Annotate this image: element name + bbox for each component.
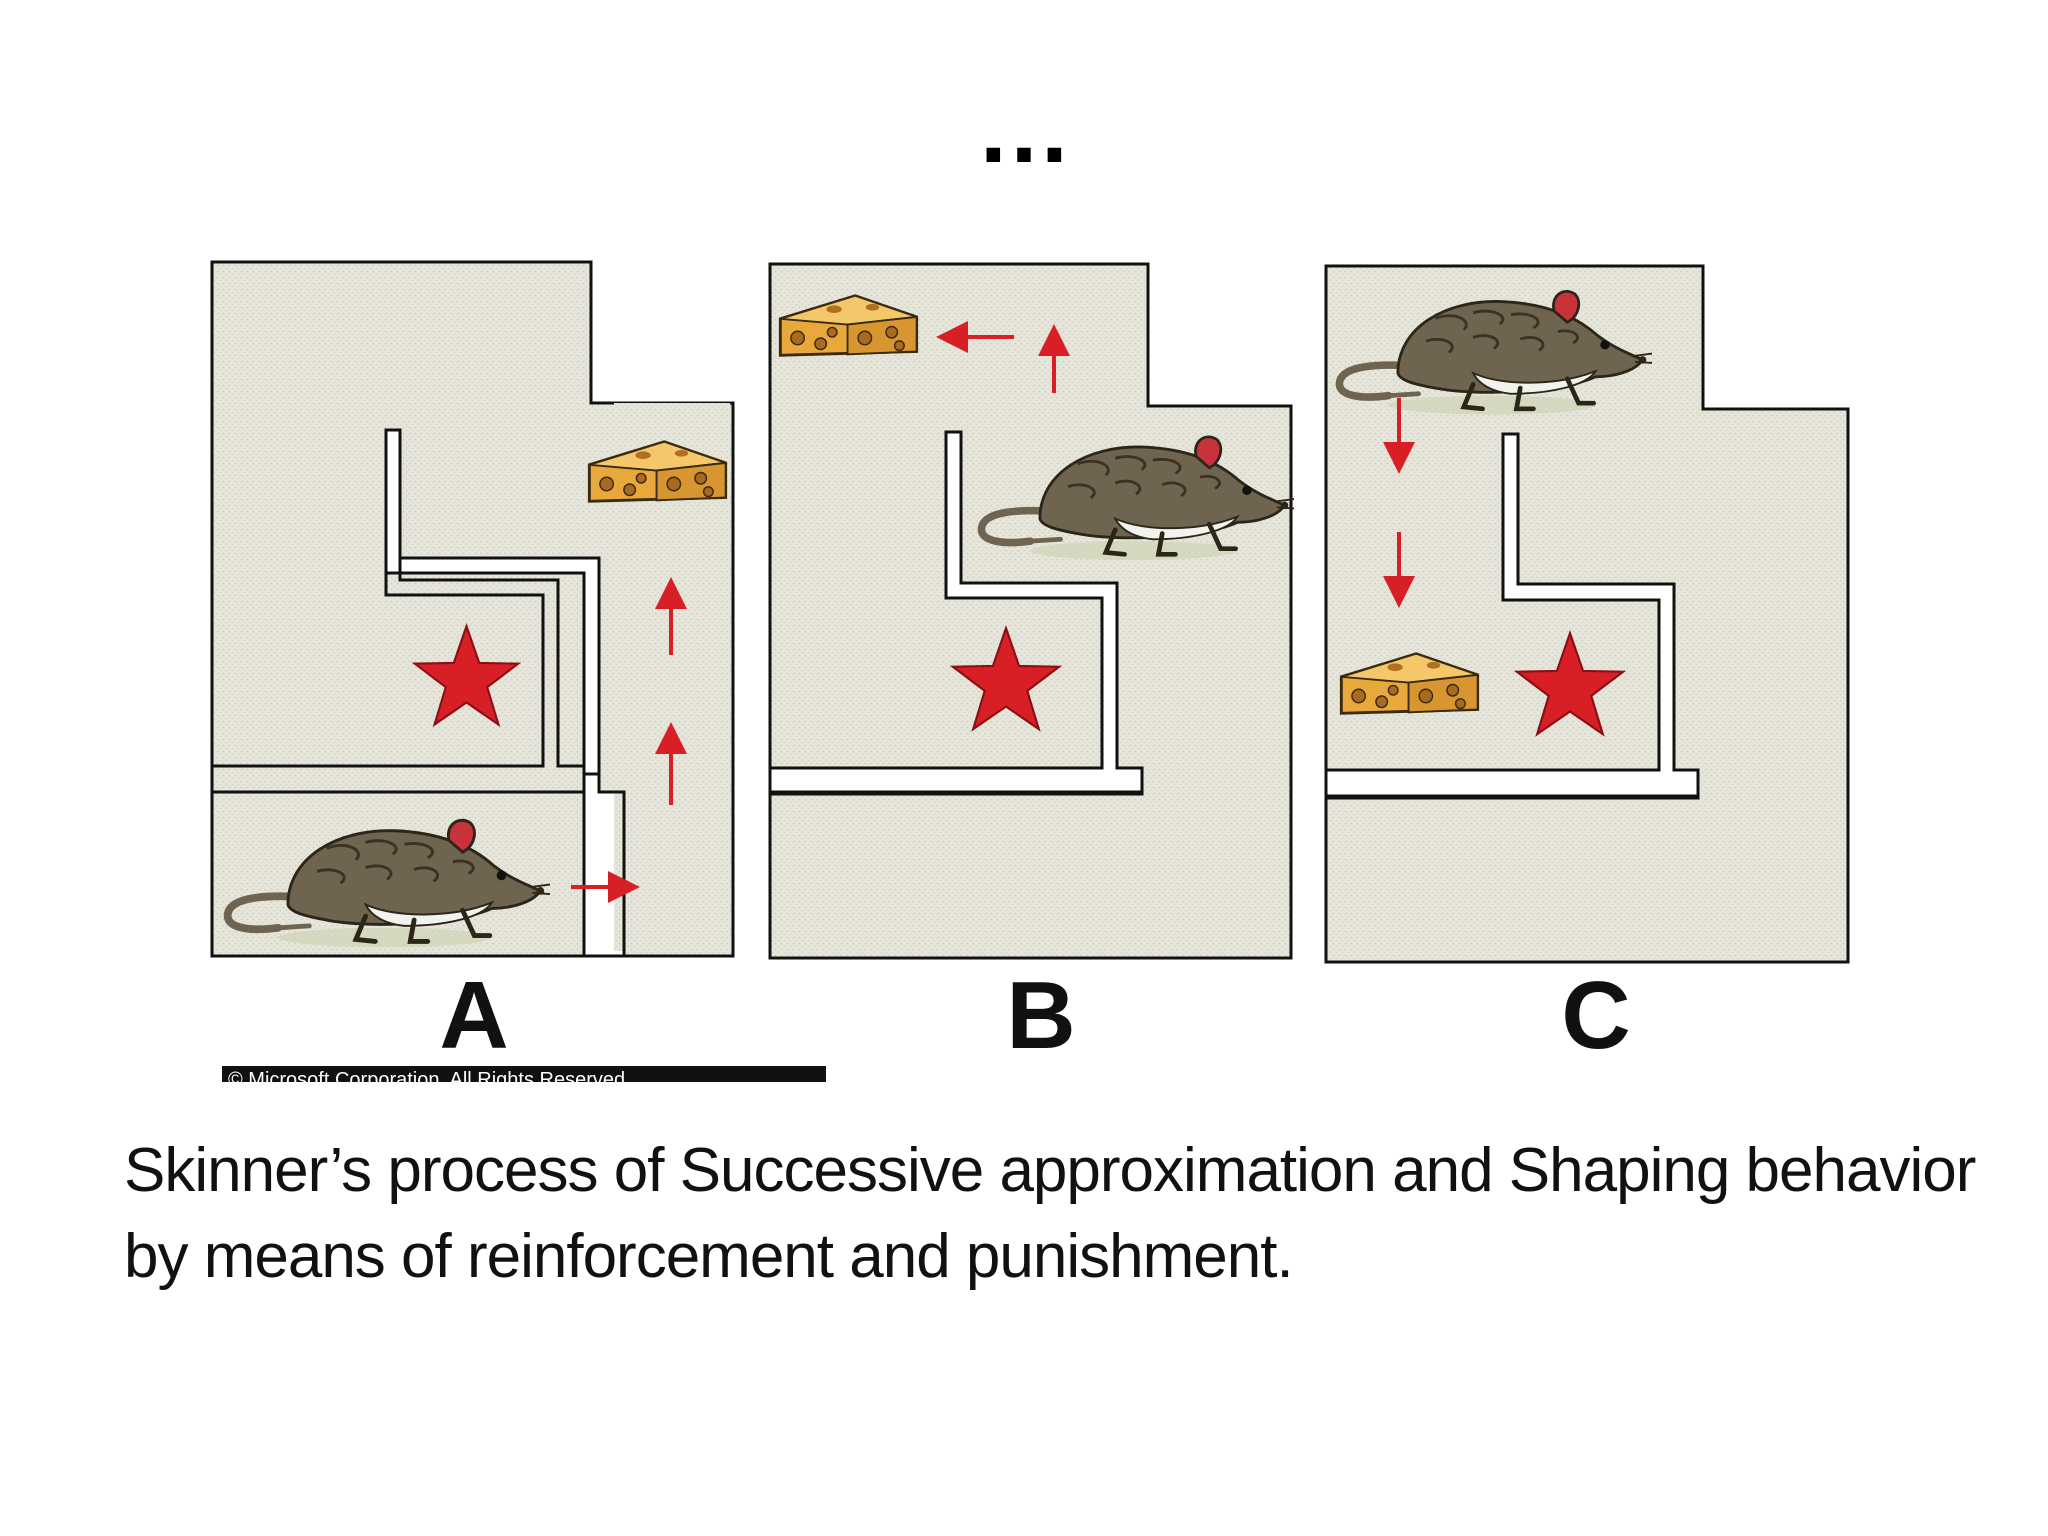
panel-a [210, 260, 735, 958]
panel-b [768, 262, 1305, 960]
copyright-strip [222, 1066, 826, 1082]
panel-label-c: C [1561, 962, 1630, 1069]
copyright-text: © Microsoft Corporation. All Rights Rese… [228, 1069, 631, 1082]
panel-label-a: A [439, 962, 508, 1069]
panel-c [1324, 264, 1850, 964]
maze-figure: A B C © Microsoft Corporation. All Right… [204, 240, 1854, 1082]
caption-line-2: by means of reinforcement and punishment… [124, 1222, 1294, 1291]
slide-title: … [976, 76, 1072, 183]
slide-caption: Skinner’s process of Successive approxim… [124, 1128, 1984, 1300]
panel-label-b: B [1006, 962, 1075, 1069]
caption-line-1: Skinner’s process of Successive approxim… [124, 1136, 1976, 1205]
